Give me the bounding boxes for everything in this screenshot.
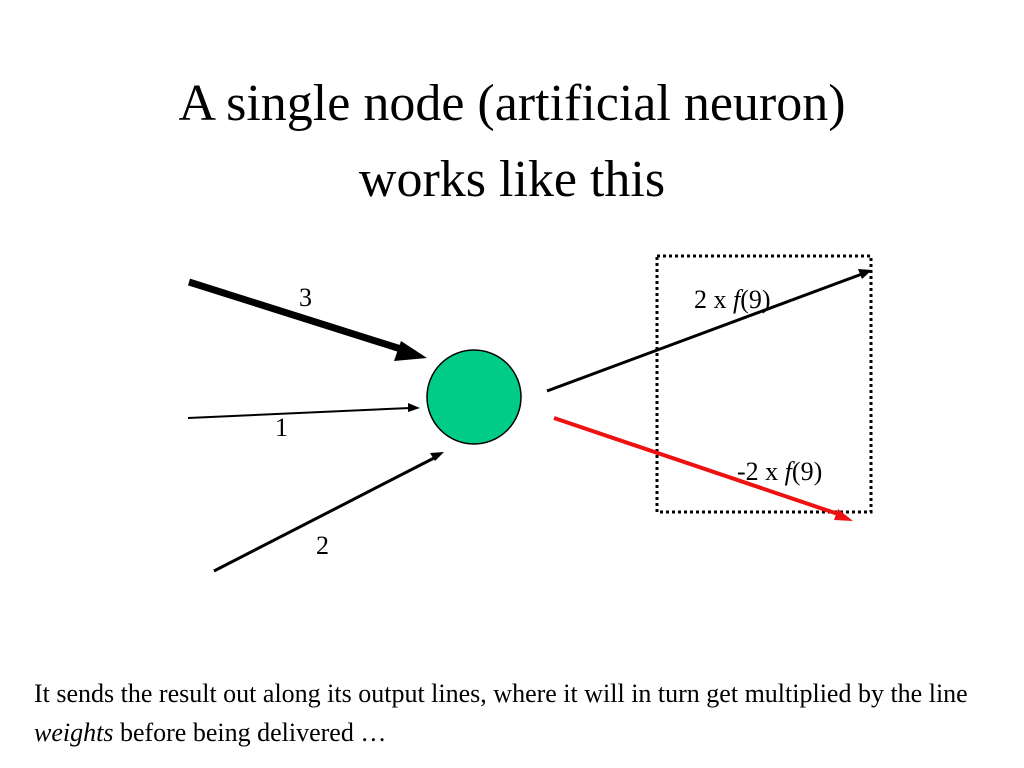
output-label-negative-function: f	[785, 457, 796, 486]
output-highlight-box	[655, 254, 873, 514]
input-line-weight-3	[187, 278, 406, 354]
title-line-2: works like this	[358, 151, 666, 208]
caption-text-start: It sends the result out along its output…	[34, 679, 968, 708]
input-line-weight-1	[187, 407, 411, 419]
output-label-negative-prefix: -2 x	[737, 457, 785, 486]
output-label-negative: -2 x f(9)	[737, 457, 822, 486]
output-line-negative	[553, 416, 839, 516]
input-weight-label-1: 1	[275, 413, 288, 442]
output-label-positive-function: f	[733, 285, 744, 314]
caption-emphasis: weights	[34, 718, 114, 747]
input-arrowhead-weight-3	[394, 341, 427, 361]
slide-caption: It sends the result out along its output…	[34, 674, 994, 752]
output-label-positive: 2 x f(9)	[694, 285, 771, 314]
output-line-positive	[546, 272, 863, 393]
output-label-negative-argument: (9)	[792, 457, 822, 486]
input-line-weight-2	[213, 455, 437, 573]
input-weight-label-3: 3	[299, 283, 312, 312]
output-label-positive-argument: (9)	[740, 285, 770, 314]
caption-text-end: before being delivered …	[113, 718, 387, 747]
output-arrowhead-positive	[858, 269, 872, 279]
output-arrowhead-negative	[834, 509, 853, 521]
input-arrowhead-weight-1	[408, 403, 420, 412]
neuron-node	[426, 349, 522, 445]
input-weight-label-2: 2	[316, 531, 329, 560]
input-arrowhead-weight-2	[430, 452, 444, 461]
title-line-1: A single node (artificial neuron)	[178, 75, 846, 132]
slide-title: A single node (artificial neuron) works …	[0, 66, 1024, 218]
output-label-positive-prefix: 2 x	[694, 285, 733, 314]
